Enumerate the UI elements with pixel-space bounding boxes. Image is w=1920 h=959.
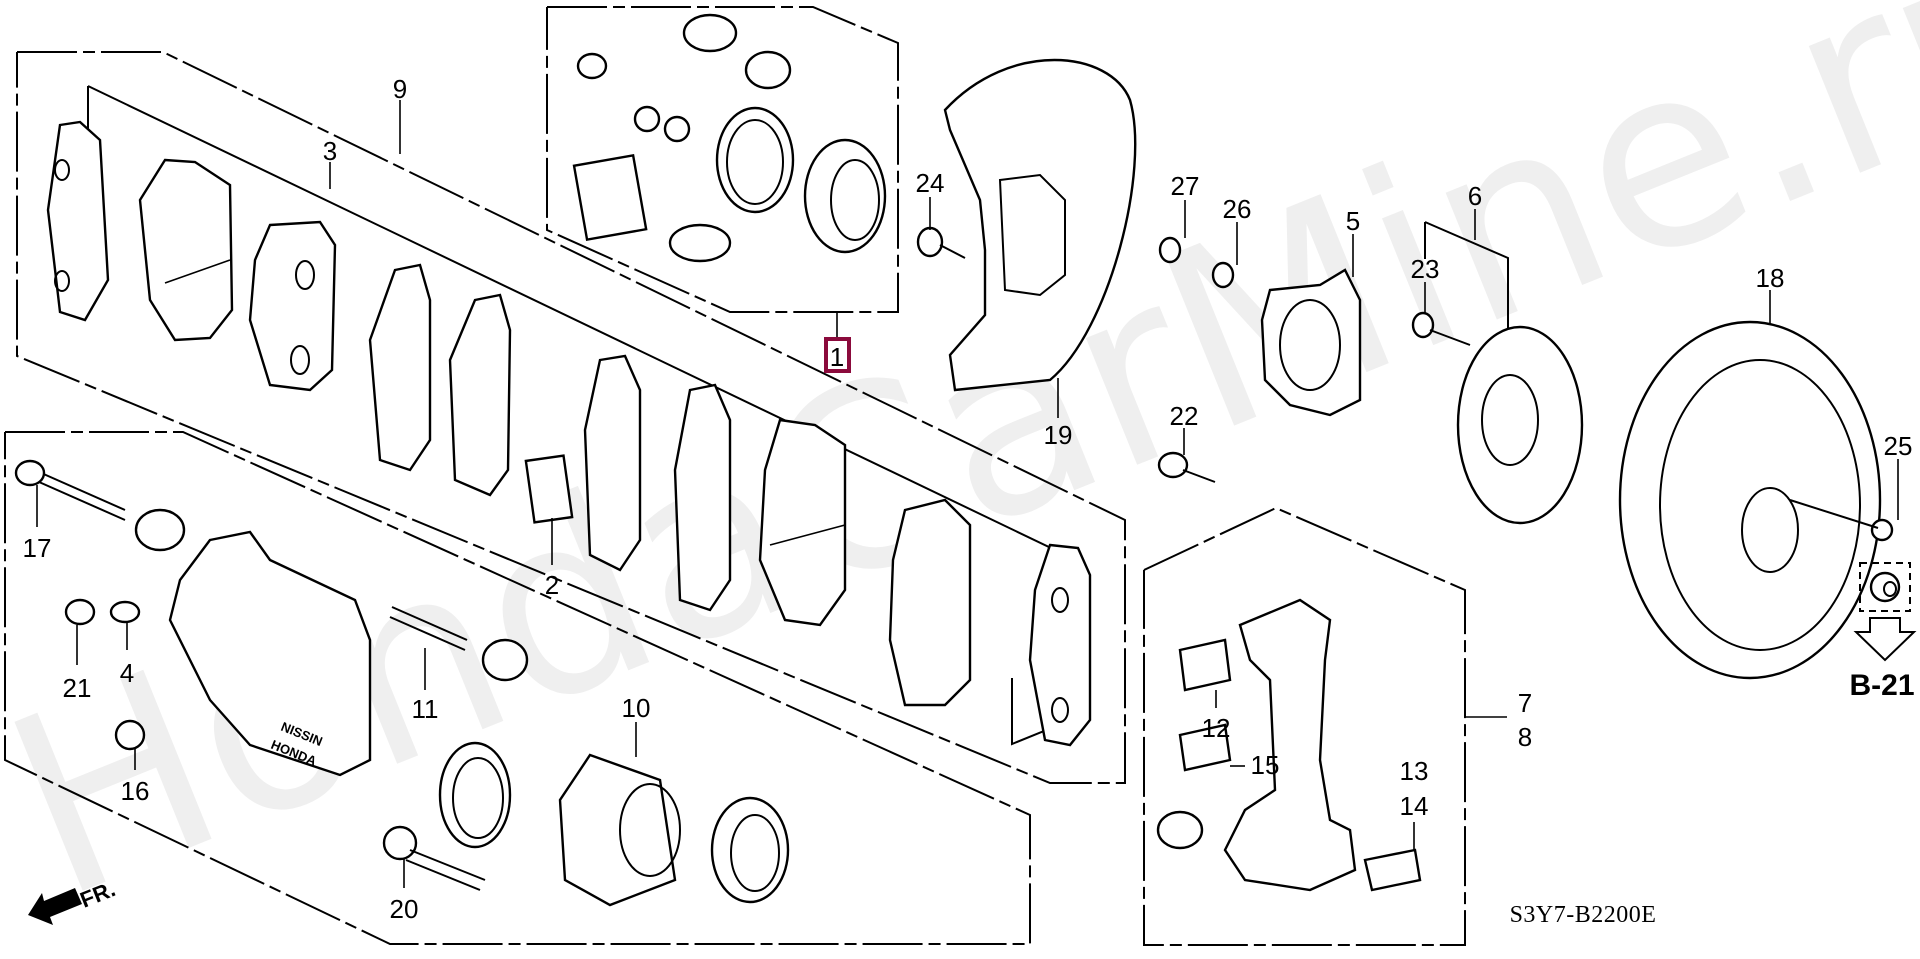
reference-arrow-icon: [1853, 617, 1917, 662]
group-box-9: [16, 51, 1126, 784]
highlight-box-1: [824, 337, 851, 373]
leader-lines: [36, 100, 1899, 888]
front-arrow-icon: [28, 888, 82, 925]
callout-20[interactable]: 20: [390, 894, 419, 924]
callout-10[interactable]: 10: [622, 693, 651, 723]
callout-labels: 1 2 3 4 5 6 7 8 9 10 11 12 13 14 15 16 1…: [23, 74, 1913, 924]
hub-and-disc-parts: [916, 58, 1894, 680]
callout-7[interactable]: 7: [1518, 688, 1532, 718]
group-box-caliper: [4, 431, 1031, 945]
callout-11[interactable]: 11: [412, 694, 439, 724]
callout-9[interactable]: 9: [393, 74, 407, 104]
callout-24[interactable]: 24: [916, 168, 945, 198]
callout-8[interactable]: 8: [1518, 722, 1532, 752]
seal-kit-parts: [572, 13, 887, 263]
brake-pads-and-shims: [46, 120, 1092, 747]
callout-26[interactable]: 26: [1223, 194, 1252, 224]
callout-17[interactable]: 17: [23, 533, 52, 563]
diagram-code: S3Y7-B2200E: [1510, 902, 1657, 928]
callout-21[interactable]: 21: [63, 673, 92, 703]
callout-15[interactable]: 15: [1251, 750, 1280, 780]
callout-13[interactable]: 13: [1400, 756, 1429, 786]
callout-18[interactable]: 18: [1756, 263, 1785, 293]
callout-14[interactable]: 14: [1400, 791, 1429, 821]
callout-2[interactable]: 2: [545, 570, 559, 600]
caliper-parts: NISSIN HONDA: [14, 459, 790, 907]
callout-19[interactable]: 19: [1044, 420, 1073, 450]
callout-1[interactable]: 1: [830, 342, 844, 372]
callout-4[interactable]: 4: [120, 658, 134, 688]
callout-16[interactable]: 16: [121, 776, 150, 806]
callout-25[interactable]: 25: [1884, 431, 1913, 461]
callout-3[interactable]: 3: [323, 136, 337, 166]
reference-b21[interactable]: B-21: [1849, 562, 1917, 702]
callout-12[interactable]: 12: [1202, 713, 1231, 743]
group-box-6: [1424, 221, 1509, 345]
reference-label[interactable]: B-21: [1849, 669, 1914, 702]
callout-23[interactable]: 23: [1411, 254, 1440, 284]
callout-22[interactable]: 22: [1170, 401, 1199, 431]
callout-6[interactable]: 6: [1468, 181, 1482, 211]
group-box-7-8: [1143, 506, 1466, 946]
callout-5[interactable]: 5: [1346, 206, 1360, 236]
nut-detail-box: [1859, 562, 1911, 612]
bracket-parts: [1156, 451, 1422, 892]
group-box-1: [546, 6, 899, 313]
callout-27[interactable]: 27: [1171, 171, 1200, 201]
